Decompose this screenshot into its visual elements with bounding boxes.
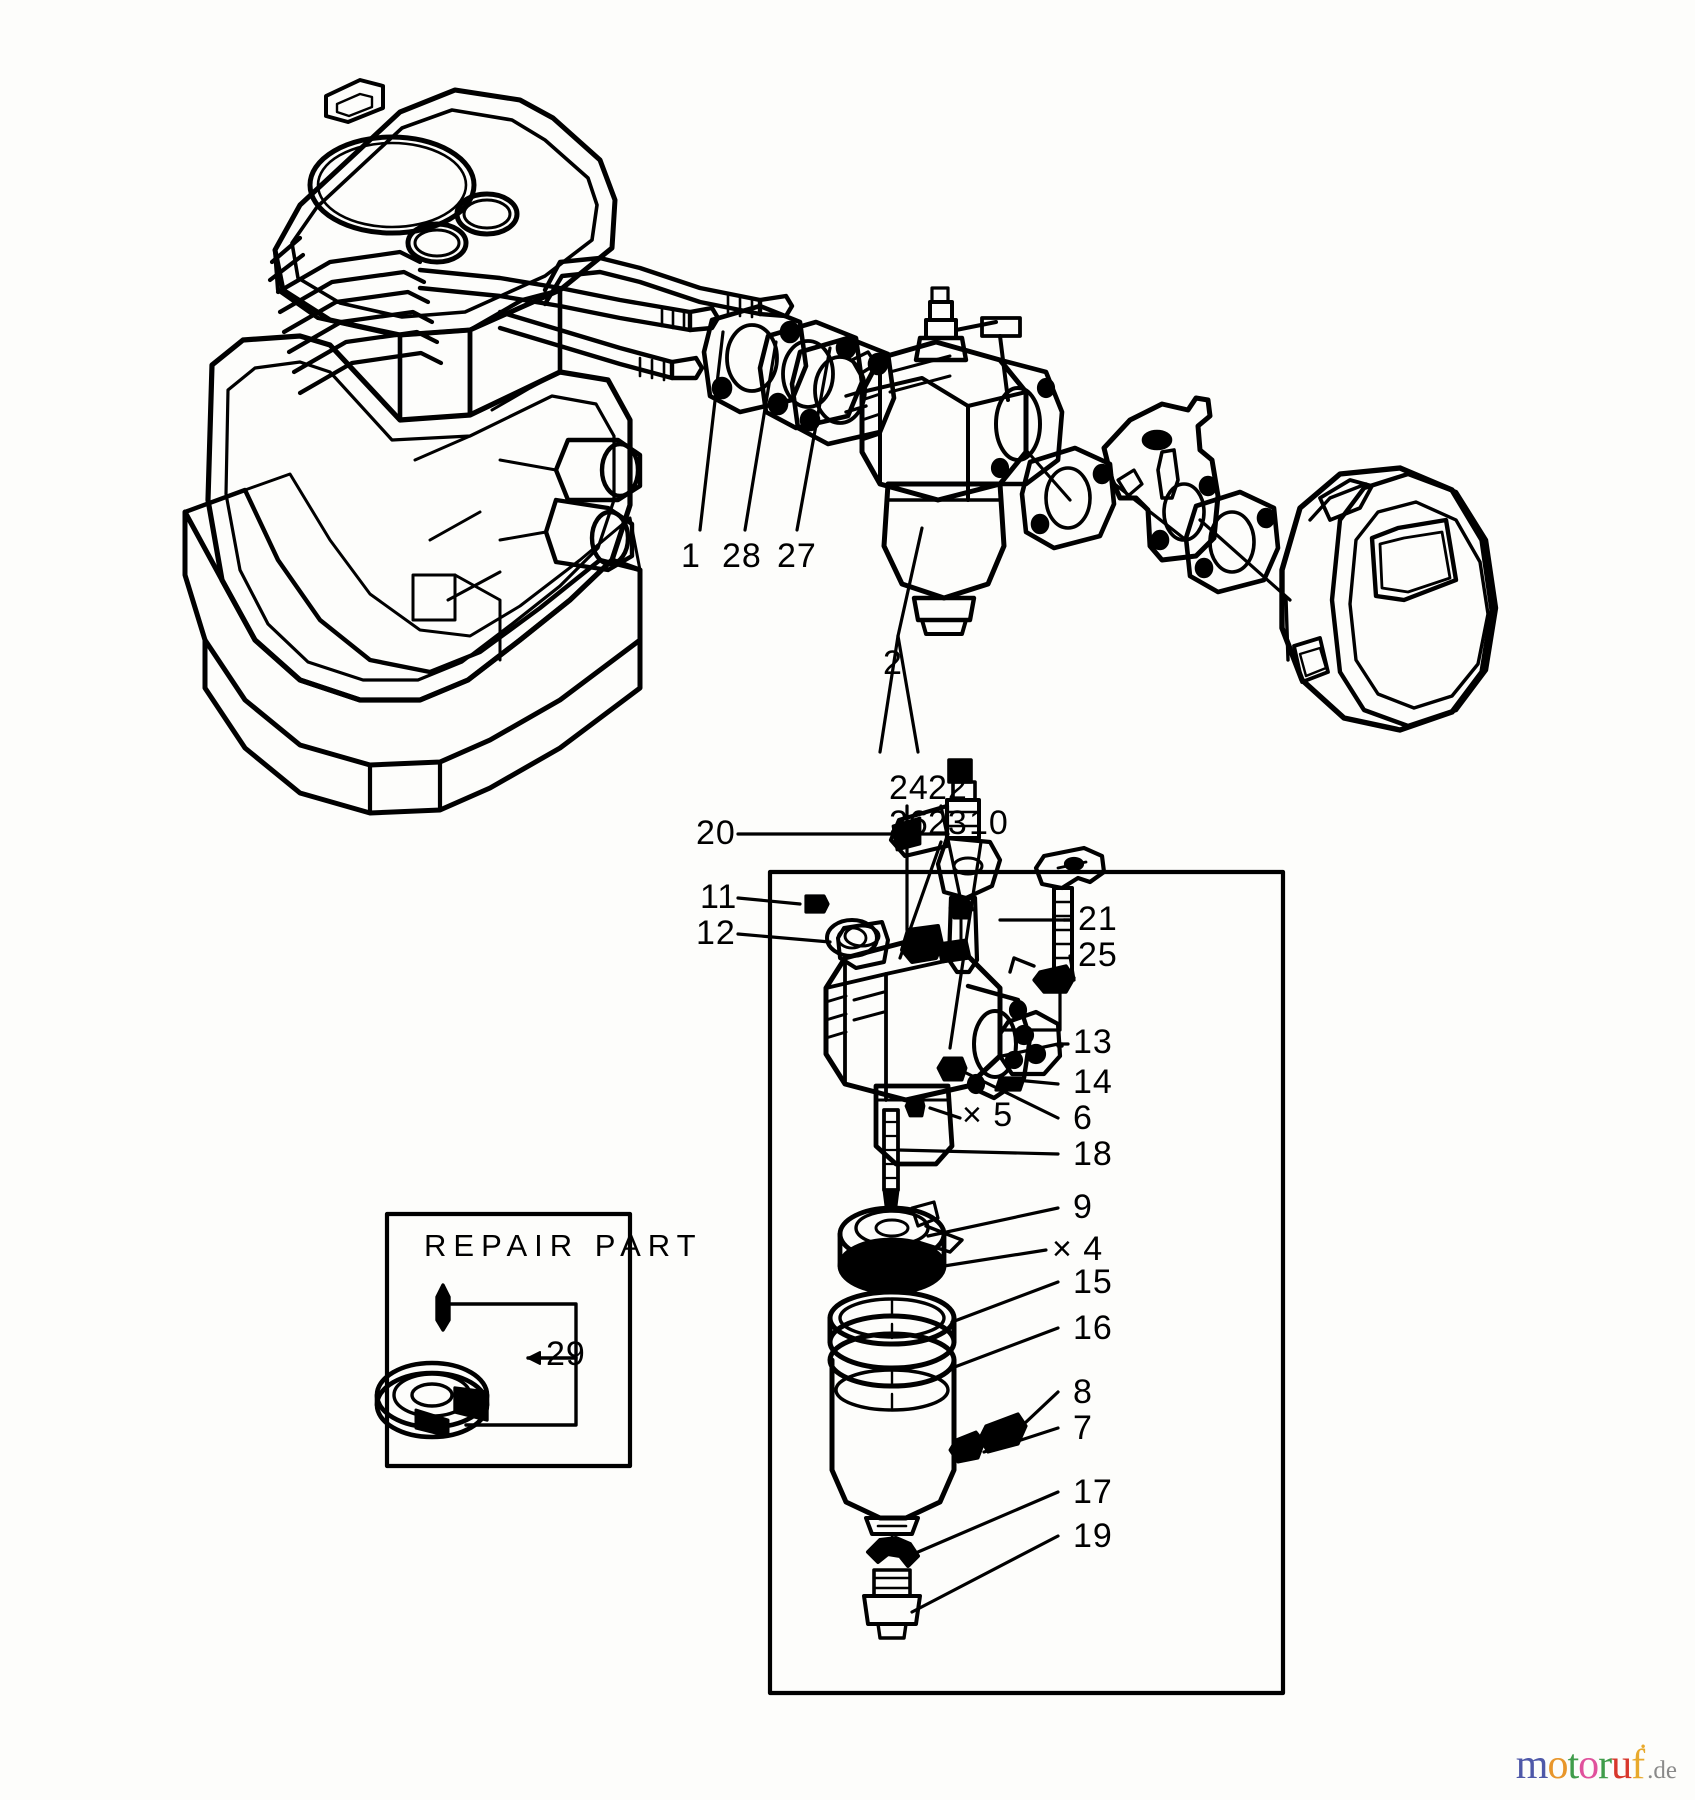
callout-29: 29 — [546, 1335, 586, 1373]
callout-17: 17 — [1073, 1473, 1113, 1511]
watermark-letter-f-6: f — [1631, 1742, 1645, 1788]
repair-part-title: REPAIR PART — [424, 1228, 703, 1263]
watermark-letter-o-3: o — [1578, 1742, 1599, 1788]
callout-21: 21 — [1078, 900, 1118, 938]
callout-19: 19 — [1073, 1517, 1113, 1555]
callout-28: 28 — [722, 537, 762, 575]
watermark-letter-m-0: m — [1515, 1742, 1549, 1788]
callout-15: 15 — [1073, 1263, 1113, 1301]
watermark-letter-o-1: o — [1547, 1742, 1568, 1788]
detail-box-border — [767, 869, 1286, 1696]
callout-26: 26 — [889, 804, 929, 842]
callout-22: 22 — [928, 769, 968, 807]
repair-part-box-border — [384, 1211, 633, 1469]
callout-18: 18 — [1073, 1135, 1113, 1173]
quantity-mark-x5: × 5 — [962, 1096, 1014, 1134]
callout-11: 11 — [700, 878, 738, 916]
quantity-mark-x4: × 4 — [1052, 1230, 1104, 1268]
watermark-suffix: .de — [1647, 1757, 1677, 1784]
intake-gaskets-artwork — [701, 303, 897, 447]
watermark-letter-u-5: u — [1611, 1742, 1632, 1788]
main-leader-lines — [698, 330, 1292, 754]
watermark-dot: · — [1638, 1730, 1648, 1763]
carburetor-main-artwork — [844, 286, 1065, 636]
callout-27: 27 — [777, 537, 817, 575]
detail-leader-lines — [736, 804, 1076, 1614]
air-cleaner-cover-artwork — [1279, 465, 1499, 733]
callout-25: 25 — [1078, 936, 1118, 974]
callout-24: 24 — [889, 769, 929, 807]
callout-12: 12 — [696, 914, 736, 952]
engine-block-artwork — [182, 78, 795, 816]
callout-1: 1 — [681, 537, 701, 575]
callout-13: 13 — [1073, 1023, 1113, 1061]
callout-6: 6 — [1073, 1099, 1093, 1137]
repair-part-artwork — [374, 1283, 578, 1440]
watermark-letter-t-2: t — [1567, 1742, 1579, 1788]
callout-7: 7 — [1073, 1409, 1093, 1447]
callout-2: 2 — [883, 644, 903, 682]
callout-8: 8 — [1073, 1373, 1093, 1411]
callout-16: 16 — [1073, 1309, 1113, 1347]
callout-23: 23 — [928, 804, 968, 842]
watermark-letter-r-4: r — [1598, 1742, 1612, 1788]
callout-10: 10 — [969, 804, 1009, 842]
detail-carburetor-artwork — [804, 758, 1107, 1640]
callout-20: 20 — [696, 814, 736, 852]
callout-9: 9 — [1073, 1188, 1093, 1226]
watermark-motoruf: motoruf·.de — [1515, 1732, 1677, 1788]
callout-14: 14 — [1073, 1063, 1113, 1101]
